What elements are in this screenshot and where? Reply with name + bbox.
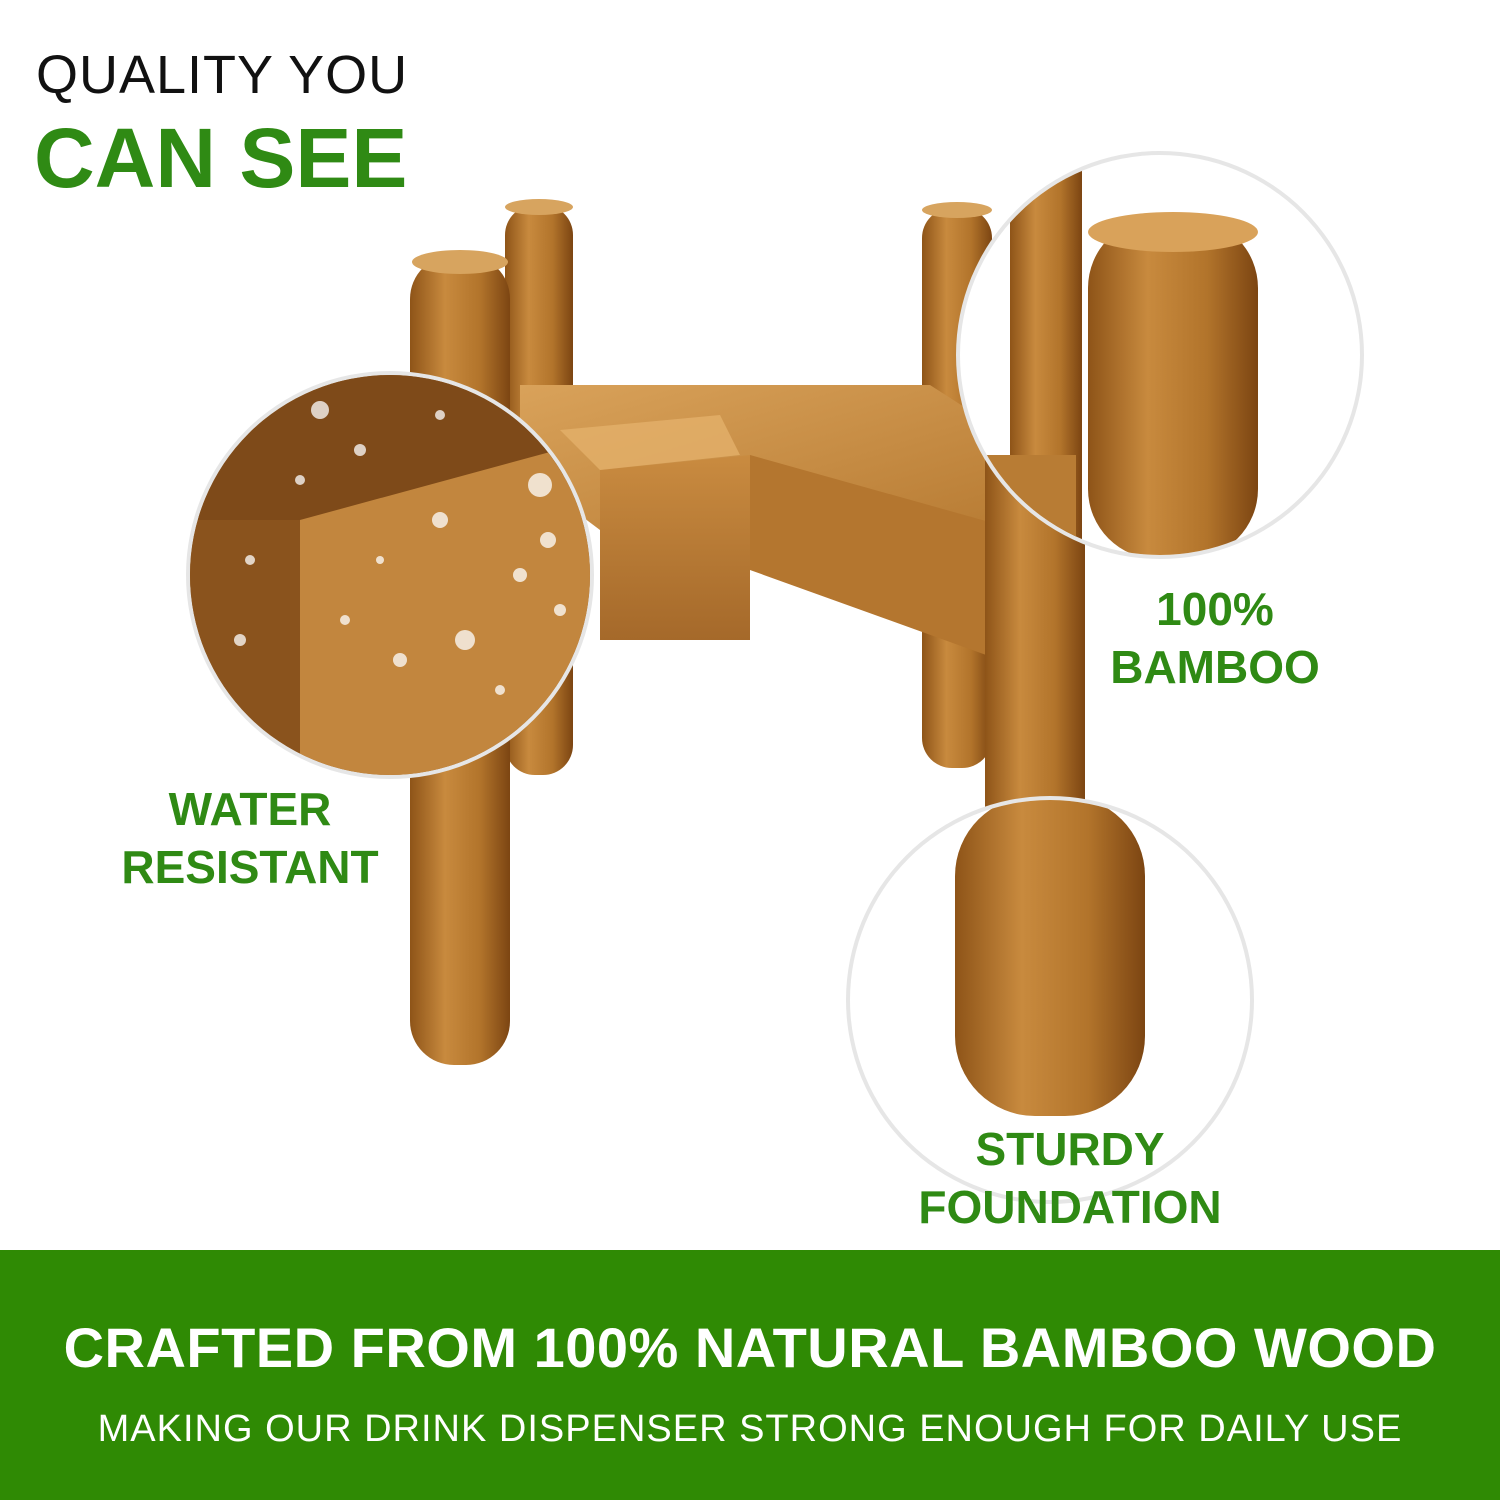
headline-light: QUALITY YOU [36,45,409,105]
callout-bamboo-line1: 100% [1156,583,1274,635]
callout-water-line1: WATER [168,783,332,835]
zoom-circle-bamboo [956,151,1364,559]
bottom-banner: CRAFTED FROM 100% NATURAL BAMBOO WOOD MA… [0,1250,1500,1500]
zoom-circle-water [186,371,594,779]
callout-bamboo-line2: BAMBOO [1110,641,1320,693]
banner-title: CRAFTED FROM 100% NATURAL BAMBOO WOOD [63,1316,1437,1379]
banner-subtitle: MAKING OUR DRINK DISPENSER STRONG ENOUGH… [97,1408,1403,1450]
callout-100-bamboo: 100% BAMBOO [1080,580,1350,696]
callout-sturdy-line1: STURDY [975,1123,1165,1175]
zoom-circle-sturdy [846,796,1254,1204]
callout-sturdy-foundation: STURDY FOUNDATION [880,1120,1260,1236]
callout-sturdy-line2: FOUNDATION [918,1181,1222,1233]
callout-water-line2: RESISTANT [121,841,379,893]
callout-water-resistant: WATER RESISTANT [90,780,410,896]
bamboo-stand-illustration [186,151,1364,1204]
headline-bold: CAN SEE [34,111,408,205]
